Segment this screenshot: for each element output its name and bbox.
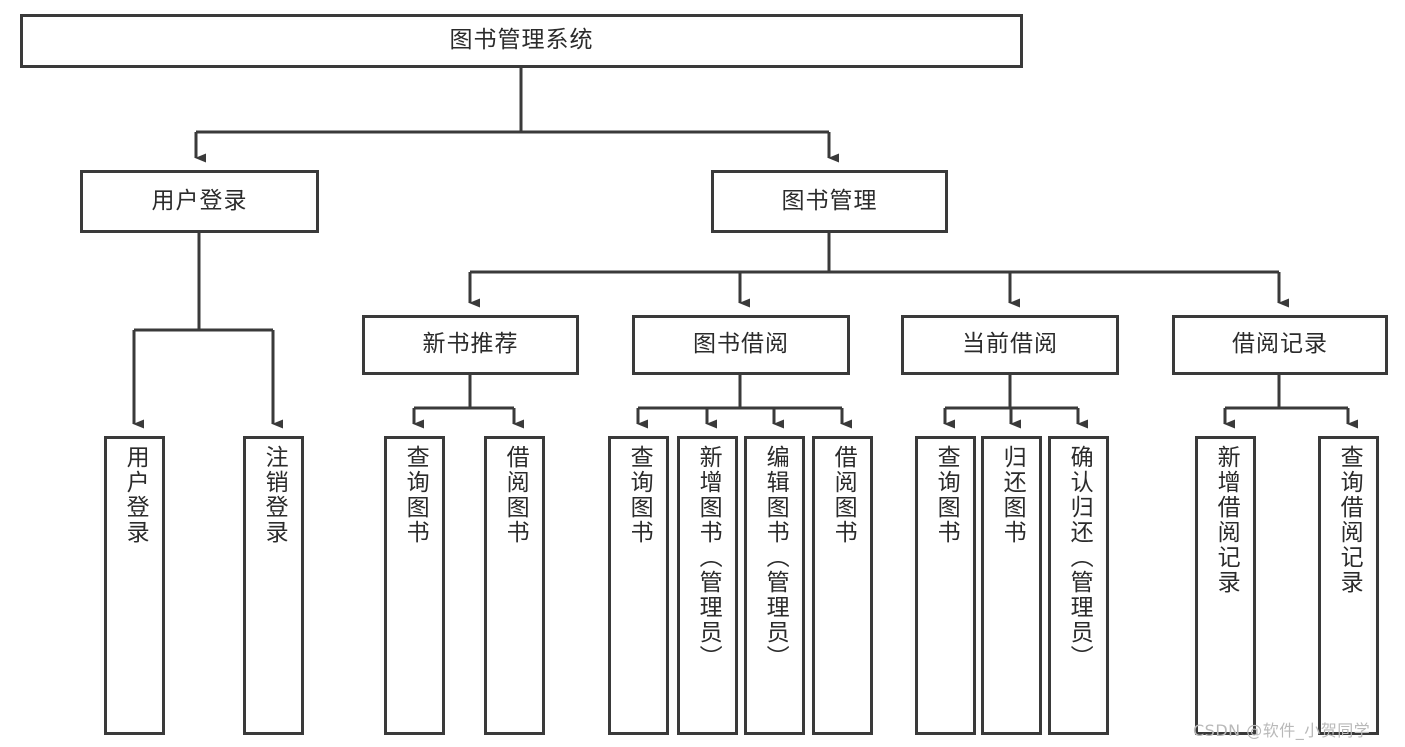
node-label: 图书管理系统 [449,27,594,54]
node-label: 注销登录 [261,445,288,545]
node-book-management[interactable]: 图书管理 [711,170,948,233]
leaf-logout[interactable]: 注销登录 [243,436,304,735]
leaf-add-borrow-record[interactable]: 新增借阅记录 [1195,436,1256,735]
leaf-user-login[interactable]: 用户登录 [104,436,165,735]
node-label: 图书管理 [781,187,878,214]
leaf-borrow-book[interactable]: 借阅图书 [812,436,873,735]
node-label: 新增借阅记录 [1213,445,1240,595]
node-book-borrow[interactable]: 图书借阅 [632,315,850,375]
leaf-confirm-return-admin[interactable]: 确认归还（管理员） [1048,436,1109,735]
node-label: 新书推荐 [422,331,519,358]
node-label: 归还图书 [999,445,1026,545]
node-label: 编辑图书（管理员） [762,445,789,670]
node-label: 图书借阅 [693,331,789,358]
node-user-login[interactable]: 用户登录 [80,170,319,233]
leaf-query-book-recommend[interactable]: 查询图书 [384,436,445,735]
node-label: 确认归还（管理员） [1066,445,1093,670]
leaf-borrow-book-recommend[interactable]: 借阅图书 [484,436,545,735]
node-label: 查询借阅记录 [1336,445,1363,595]
leaf-edit-book-admin[interactable]: 编辑图书（管理员） [744,436,805,735]
node-label: 借阅记录 [1232,331,1328,358]
node-current-borrow[interactable]: 当前借阅 [901,315,1119,375]
leaf-return-book[interactable]: 归还图书 [981,436,1042,735]
leaf-query-borrow-record[interactable]: 查询借阅记录 [1318,436,1379,735]
node-new-book-recommend[interactable]: 新书推荐 [362,315,579,375]
node-borrow-record[interactable]: 借阅记录 [1172,315,1388,375]
node-book-management-system[interactable]: 图书管理系统 [20,14,1023,68]
node-label: 新增图书（管理员） [695,445,722,670]
csdn-watermark: CSDN @软件_小贺同学 [1193,721,1371,740]
leaf-add-book-admin[interactable]: 新增图书（管理员） [677,436,738,735]
node-label: 用户登录 [122,445,149,545]
leaf-query-book-current[interactable]: 查询图书 [915,436,976,735]
node-label: 当前借阅 [962,331,1058,358]
node-label: 借阅图书 [502,445,529,545]
leaf-query-book-borrow[interactable]: 查询图书 [608,436,669,735]
node-label: 查询图书 [933,445,960,545]
node-label: 用户登录 [151,187,248,214]
node-label: 查询图书 [626,445,653,545]
node-label: 借阅图书 [830,445,857,545]
node-label: 查询图书 [402,445,429,545]
